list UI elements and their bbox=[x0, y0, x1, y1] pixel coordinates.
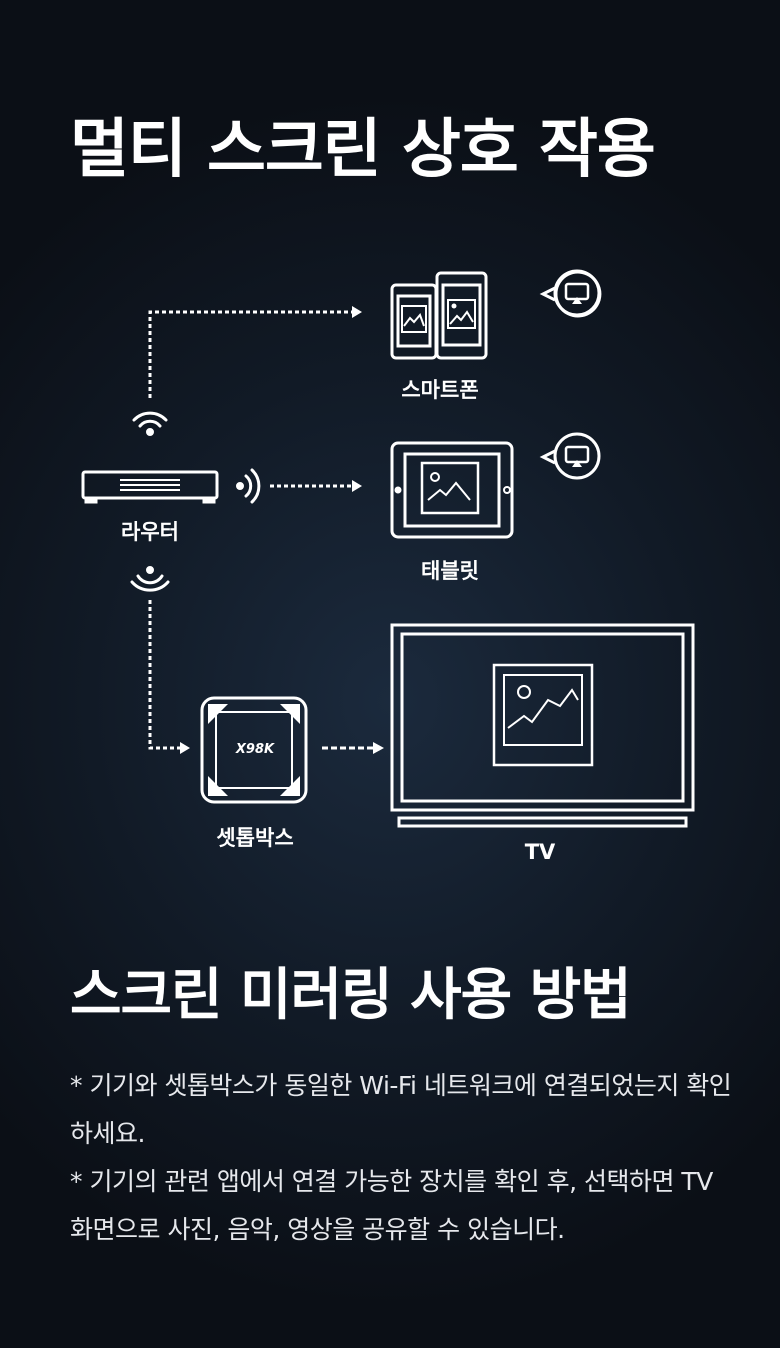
instructions: * 기기와 셋톱박스가 동일한 Wi-Fi 네트워크에 연결되었는지 확인하세요… bbox=[70, 1062, 740, 1254]
router-icon bbox=[81, 470, 219, 504]
page-title: 멀티 스크린 상호 작용 bbox=[70, 113, 656, 187]
tv-icon bbox=[390, 623, 695, 828]
arrowhead bbox=[352, 480, 362, 492]
tv-label: TV bbox=[524, 840, 556, 864]
settopbox-brand: X98K bbox=[235, 742, 275, 757]
settopbox-icon bbox=[200, 696, 308, 804]
airplay-icon bbox=[539, 269, 602, 318]
arrowhead bbox=[373, 742, 384, 754]
instruction-item: * 기기와 셋톱박스가 동일한 Wi-Fi 네트워크에 연결되었는지 확인하세요… bbox=[70, 1071, 732, 1148]
wifi-icon bbox=[236, 468, 261, 504]
tablet-icon bbox=[390, 441, 514, 539]
settopbox-label: 셋톱박스 bbox=[216, 826, 294, 850]
wifi-icon bbox=[130, 566, 170, 592]
network-diagram: X98K bbox=[81, 269, 695, 828]
arrowhead bbox=[352, 306, 362, 318]
wifi-icon bbox=[132, 411, 168, 436]
smartphone-icon bbox=[390, 271, 488, 360]
arrowhead bbox=[180, 742, 190, 754]
router-label: 라우터 bbox=[121, 520, 179, 544]
tablet-label: 태블릿 bbox=[421, 559, 479, 583]
section-title: 스크린 미러링 사용 방법 bbox=[70, 963, 632, 1028]
router-to-phone-connector bbox=[148, 310, 352, 398]
instruction-item: * 기기의 관련 앱에서 연결 가능한 장치를 확인 후, 선택하면 TV 화면… bbox=[70, 1167, 713, 1244]
smartphone-label: 스마트폰 bbox=[401, 378, 479, 402]
router-to-settopbox-connector bbox=[148, 600, 180, 750]
airplay-icon bbox=[539, 432, 601, 480]
